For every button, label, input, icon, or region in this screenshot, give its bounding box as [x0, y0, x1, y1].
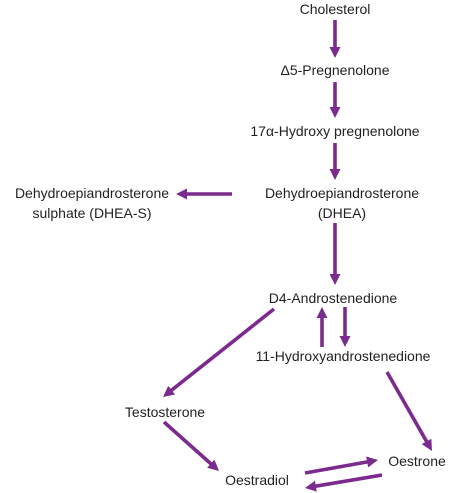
arrow-cholesterol-to-pregnenolone: [329, 20, 341, 58]
arrow-dhea-to-dheas: [176, 188, 232, 200]
arrow-testosterone-to-oestradiol: [162, 420, 219, 471]
node-pregnenolone: Δ5-Pregnenolone: [281, 62, 390, 78]
arrow-androstenedione-to-testosterone: [163, 307, 276, 397]
node-dheas-line2: sulphate (DHEA-S): [32, 205, 151, 221]
node-dheas-line1: Dehydroepiandrosterone: [15, 185, 169, 201]
arrow-oestradiol-to-oestrone: [304, 456, 378, 475]
arrow-hydroxyandrostenedione-to-oestrone: [385, 371, 432, 451]
arrow-shaft: [162, 420, 213, 466]
node-oestradiol: Oestradiol: [225, 472, 289, 488]
node-cholesterol: Cholesterol: [300, 1, 371, 17]
arrow-shaft: [314, 473, 383, 489]
node-androstenedione: D4-Androstenedione: [269, 290, 398, 306]
node-hydroxyandrostenedione: 11-Hydroxyandrostenedione: [256, 348, 431, 364]
arrow-head: [329, 169, 341, 180]
arrow-shaft: [304, 459, 369, 475]
arrow-head: [329, 274, 341, 285]
arrow-layer: [162, 20, 432, 492]
arrow-head: [339, 336, 351, 347]
arrow-shaft: [385, 371, 429, 444]
arrow-dhea-to-androstenedione: [329, 223, 341, 285]
arrow-head: [305, 480, 317, 492]
arrow-head: [421, 438, 432, 451]
arrow-shaft: [169, 307, 276, 393]
node-dhea-line1: Dehydroepiandrosterone: [265, 185, 419, 201]
arrow-head: [329, 107, 341, 118]
arrow-hydroxyandrostenedione-to-androstenedione: [316, 307, 328, 347]
arrow-head: [316, 307, 328, 318]
arrow-head: [207, 459, 219, 471]
node-testosterone: Testosterone: [125, 404, 205, 420]
arrow-head: [366, 456, 378, 468]
arrow-head: [176, 188, 187, 200]
arrow-pregnenolone-to-hydroxy-pregnenolone: [329, 82, 341, 118]
arrow-head: [329, 47, 341, 58]
arrow-head: [163, 385, 176, 397]
node-hydroxy-pregnenolone: 17α-Hydroxy pregnenolone: [250, 123, 419, 139]
node-labels: Cholesterol Δ5-Pregnenolone 17α-Hydroxy …: [15, 1, 446, 488]
arrow-androstenedione-to-hydroxyandrostenedione: [339, 307, 351, 347]
arrow-oestrone-to-oestradiol: [305, 473, 383, 492]
node-oestrone: Oestrone: [388, 453, 446, 469]
node-dhea-line2: (DHEA): [318, 205, 366, 221]
arrow-hydroxy-pregnenolone-to-dhea: [329, 143, 341, 180]
